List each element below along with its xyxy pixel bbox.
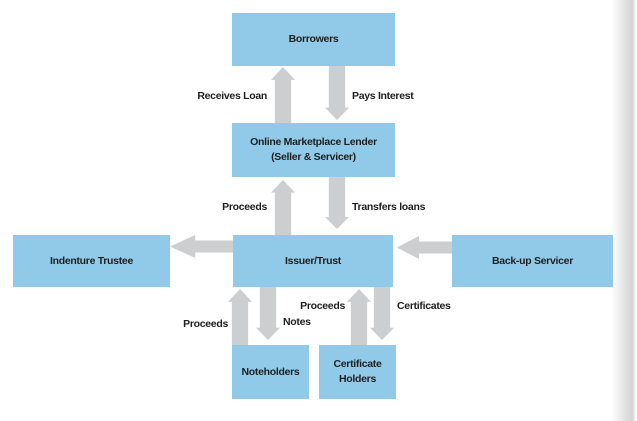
node-borrowers-label: Borrowers — [288, 33, 339, 45]
arrow-up-proceeds-from-noteholders — [228, 289, 252, 345]
node-certificate-holders-label-line2: Holders — [339, 373, 376, 385]
arrow-up-proceeds-to-lender — [271, 180, 295, 235]
node-issuer-trust: Issuer/Trust — [233, 235, 393, 287]
node-online-marketplace-lender-label-line2: (Seller & Servicer) — [271, 151, 356, 163]
label-proceeds-from-certificate-holders: Proceeds — [300, 300, 345, 312]
arrow-down-certificates — [370, 287, 394, 340]
label-notes: Notes — [283, 316, 311, 328]
arrow-left-issuer-to-indenture-trustee — [170, 235, 233, 258]
node-noteholders-label: Noteholders — [241, 365, 300, 378]
arrow-down-pays-interest — [325, 66, 349, 120]
label-proceeds-to-lender: Proceeds — [222, 201, 267, 213]
node-indenture-trustee: Indenture Trustee — [13, 235, 170, 287]
label-transfers-loans: Transfers loans — [352, 201, 426, 213]
page-edge-shadow — [611, 0, 637, 421]
label-receives-loan: Receives Loan — [197, 90, 267, 102]
node-backup-servicer-label: Back-up Servicer — [492, 254, 573, 267]
arrow-up-proceeds-from-certificate-holders — [347, 289, 371, 345]
node-online-marketplace-lender: Online Marketplace Lender (Seller & Serv… — [232, 123, 395, 177]
node-certificate-holders: Certificate Holders — [319, 345, 396, 399]
label-certificates: Certificates — [397, 300, 451, 312]
arrow-down-notes — [256, 287, 280, 340]
node-borrowers: Borrowers — [232, 13, 395, 66]
node-issuer-trust-label: Issuer/Trust — [285, 254, 341, 267]
node-certificate-holders-label-line1: Certificate — [333, 358, 382, 370]
node-backup-servicer: Back-up Servicer — [452, 235, 613, 287]
label-proceeds-from-noteholders: Proceeds — [183, 318, 228, 330]
label-pays-interest: Pays Interest — [352, 90, 414, 102]
arrow-down-transfers-loans — [325, 177, 349, 229]
node-noteholders: Noteholders — [232, 345, 309, 399]
node-online-marketplace-lender-label-line1: Online Marketplace Lender — [250, 136, 377, 148]
arrow-up-receives-loan — [271, 67, 295, 123]
arrow-left-backup-servicer-to-issuer — [397, 236, 452, 259]
node-indenture-trustee-label: Indenture Trustee — [49, 254, 133, 267]
